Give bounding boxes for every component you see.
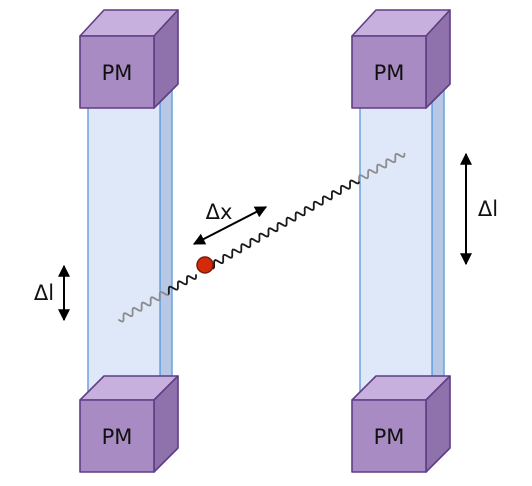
pm-bottom-left-front-face	[79, 399, 155, 473]
left-scintillator-bar	[87, 87, 173, 405]
photon-wave-left-outer	[118, 290, 170, 323]
pm-top-left: PM	[79, 9, 179, 109]
pm-bottom-right: PM	[351, 375, 451, 473]
pm-top-right-front-face	[351, 35, 427, 109]
photon-wave-right-inner	[204, 179, 361, 272]
right-detector-assembly: PM PM	[351, 9, 451, 473]
photon-wave-left-inner	[167, 274, 197, 295]
left-detector-assembly: PM PM	[79, 9, 179, 473]
delta-l-right-label: Δl	[478, 197, 498, 221]
right-scintillator-bar	[359, 87, 445, 405]
pm-top-left-front-face	[79, 35, 155, 109]
right-bar-front	[359, 99, 433, 405]
left-bar-side	[159, 87, 173, 405]
delta-l-left-label: Δl	[34, 281, 54, 305]
left-bar-front	[87, 99, 161, 405]
pm-bottom-right-front-face	[351, 399, 427, 473]
right-bar-side	[431, 87, 445, 405]
photon-wave-right-outer	[358, 152, 406, 182]
pm-bottom-left-label: PM	[102, 425, 133, 449]
pm-bottom-right-label: PM	[374, 425, 405, 449]
interaction-point	[196, 256, 214, 274]
pm-top-right-label: PM	[374, 61, 405, 85]
pm-top-right: PM	[351, 9, 451, 109]
pm-bottom-left: PM	[79, 375, 179, 473]
delta-x-label: Δx	[206, 200, 233, 224]
photon-track	[118, 152, 406, 323]
pm-top-left-label: PM	[102, 61, 133, 85]
delta-x-arrow	[192, 206, 268, 245]
